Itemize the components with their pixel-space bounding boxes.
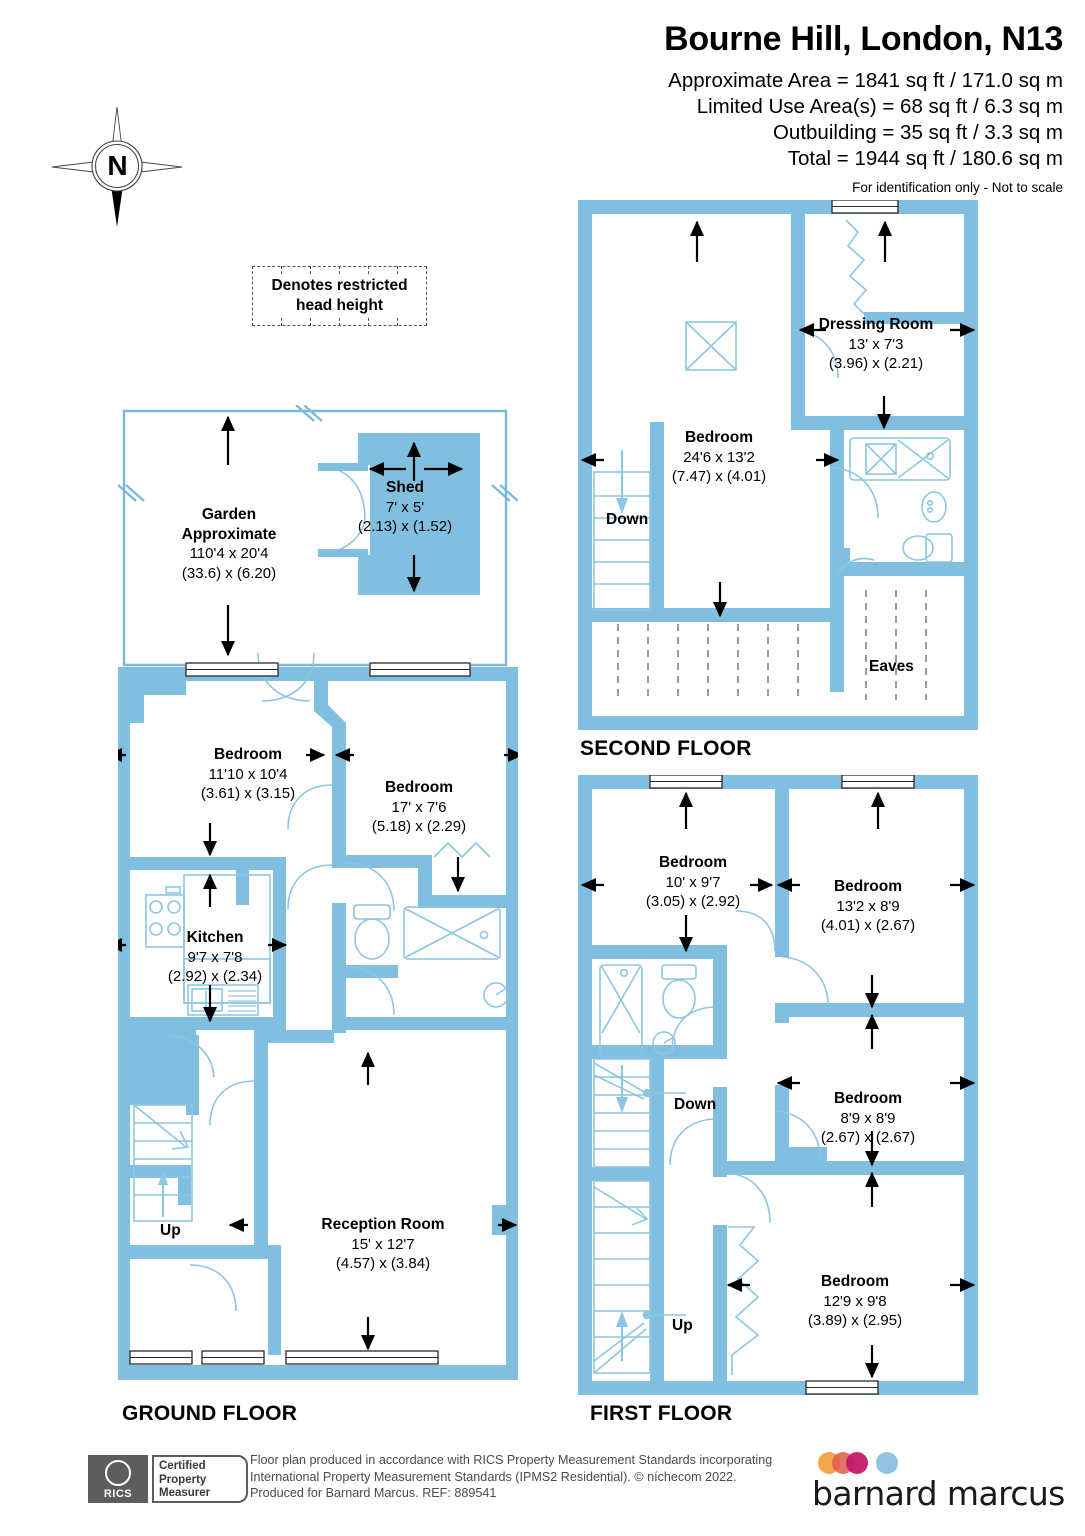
room-first-bedroom-2-name: Bedroom [833,878,903,895]
footer-line-1: Floor plan produced in accordance with R… [250,1453,773,1467]
compass-north-label: N [107,150,128,181]
room-first-bedroom-1-imperial: 10' x 9'7 [665,873,721,891]
room-kitchen-metric: (2.92) x (2.34) [167,968,263,985]
disclaimer-note: For identification only - Not to scale [852,180,1063,195]
room-garden-metric: (33.6) x (6.20) [181,564,277,582]
rics-mark-icon [105,1460,131,1486]
room-kitchen: Kitchen 9'7 x 7'8 (2.92) x (2.34) [168,928,262,987]
room-kitchen-imperial: 9'7 x 7'8 [187,948,243,966]
room-reception: Reception Room 15' x 12'7 (4.57) x (3.84… [321,1215,444,1274]
footer-line-3: Produced for Barnard Marcus. REF: 889541 [250,1486,497,1500]
room-reception-imperial: 15' x 12'7 [351,1235,415,1253]
room-first-bedroom-1-name: Bedroom [658,854,728,871]
room-ground-bedroom-2: Bedroom 17' x 7'6 (5.18) x (2.29) [372,778,466,837]
room-dressing-name: Dressing Room [818,316,934,333]
first-stair-up-label: Up [672,1317,693,1334]
room-shed-metric: (2.13) x (1.52) [357,518,453,535]
room-ground-bedroom-2-metric: (5.18) x (2.29) [371,818,467,835]
room-first-bedroom-4-metric: (3.89) x (2.95) [807,1312,903,1329]
room-first-bedroom-2-imperial: 13'2 x 8'9 [836,897,900,915]
room-first-bedroom-3-imperial: 8'9 x 8'9 [840,1109,896,1127]
area-line-total: Total = 1944 sq ft / 180.6 sq m [787,147,1063,170]
room-second-bedroom: Bedroom 24'6 x 13'2 (7.47) x (4.01) [672,428,766,487]
second-stair-down-label: Down [606,511,649,528]
room-second-bedroom-imperial: 24'6 x 13'2 [683,448,755,466]
room-shed-imperial: 7' x 5' [385,498,425,516]
agent-name: barnard marcus [812,1474,1065,1513]
room-first-bedroom-3: Bedroom 8'9 x 8'9 (2.67) x (2.67) [821,1089,915,1148]
rics-logo-icon: RICS [88,1455,148,1503]
barnard-marcus-logo: barnard marcus [808,1452,1070,1514]
room-first-bedroom-1-metric: (3.05) x (2.92) [645,893,741,910]
rics-badge-line-1: Certified [159,1460,206,1472]
footer-line-2: International Property Measurement Stand… [250,1469,737,1484]
room-first-bedroom-2-metric: (4.01) x (2.67) [820,917,916,934]
room-ground-bedroom-1-name: Bedroom [213,746,283,763]
ground-floor-plan: .w{fill:#81bfe0} .fx{fill:none;stroke:#8… [106,404,524,1385]
logo-dots-icon [818,1452,948,1474]
room-first-bedroom-2: Bedroom 13'2 x 8'9 (4.01) x (2.67) [821,877,915,936]
room-ground-bedroom-2-imperial: 17' x 7'6 [391,798,447,816]
room-ground-bedroom-1-imperial: 11'10 x 10'4 [208,765,288,783]
rics-certified-badge: RICS Certified Property Measurer [88,1455,248,1503]
ground-stair-up-label: Up [160,1222,181,1239]
room-first-bedroom-3-name: Bedroom [833,1090,903,1107]
room-second-bedroom-name: Bedroom [684,429,754,446]
room-first-bedroom-4-name: Bedroom [820,1273,890,1290]
area-line-outbuilding: Outbuilding = 35 sq ft / 3.3 sq m [772,121,1063,144]
room-dressing: Dressing Room 13' x 7'3 (3.96) x (2.21) [819,315,934,374]
rics-badge-line-2: Property [159,1473,207,1486]
room-dressing-imperial: 13' x 7'3 [848,335,904,353]
room-first-bedroom-1: Bedroom 10' x 9'7 (3.05) x (2.92) [646,853,740,912]
room-shed-name: Shed [386,479,424,496]
footer-disclaimer: Floor plan produced in accordance with R… [250,1452,810,1502]
second-floor-label: SECOND FLOOR [580,737,752,760]
room-first-bedroom-4: Bedroom 12'9 x 9'8 (3.89) x (2.95) [808,1272,902,1331]
room-ground-bedroom-1-metric: (3.61) x (3.15) [200,785,296,802]
room-garden-imperial: 110'4 x 20'4 [189,545,269,562]
first-stair-down-label: Down [674,1096,717,1113]
room-shed: Shed 7' x 5' (2.13) x (1.52) [358,478,452,537]
legend-line-2: head height [296,297,383,314]
restricted-head-height-legend: Denotes restricted head height [252,266,427,326]
rics-badge-text: Certified Property Measurer [152,1455,248,1503]
room-first-bedroom-4-imperial: 12'9 x 9'8 [823,1292,887,1310]
area-summary: Approximate Area = 1841 sq ft / 171.0 sq… [423,68,1063,172]
room-second-bedroom-metric: (7.47) x (4.01) [671,468,767,485]
room-ground-bedroom-1: Bedroom 11'10 x 10'4 (3.61) x (3.15) [201,745,295,804]
room-reception-name: Reception Room [321,1216,445,1233]
ground-floor-label: GROUND FLOOR [122,1402,298,1425]
rics-brand-label: RICS [103,1488,133,1500]
first-floor-plan: .w3{fill:#81bfe0} .fx3{fill:none;stroke:… [578,774,978,1400]
area-line-limited-use: Limited Use Area(s) = 68 sq ft / 6.3 sq … [696,95,1063,118]
legend-line-1: Denotes restricted [271,277,408,294]
room-first-bedroom-3-metric: (2.67) x (2.67) [820,1129,916,1146]
second-eaves-label: Eaves [869,658,914,675]
compass-rose-icon: N [50,105,185,230]
rics-badge-line-3: Measurer [159,1487,211,1500]
legend-text: Denotes restricted head height [253,276,426,316]
room-dressing-metric: (3.96) x (2.21) [828,355,924,372]
second-floor-plan: .w2{fill:#81bfe0} .fx2{fill:none;stroke:… [578,199,978,735]
area-line-approximate: Approximate Area = 1841 sq ft / 171.0 sq… [668,69,1063,92]
room-ground-bedroom-2-name: Bedroom [384,779,454,796]
page-title: Bourne Hill, London, N13 [664,20,1063,58]
room-kitchen-name: Kitchen [186,929,244,946]
first-floor-label: FIRST FLOOR [590,1402,733,1425]
room-reception-metric: (4.57) x (3.84) [335,1255,431,1272]
